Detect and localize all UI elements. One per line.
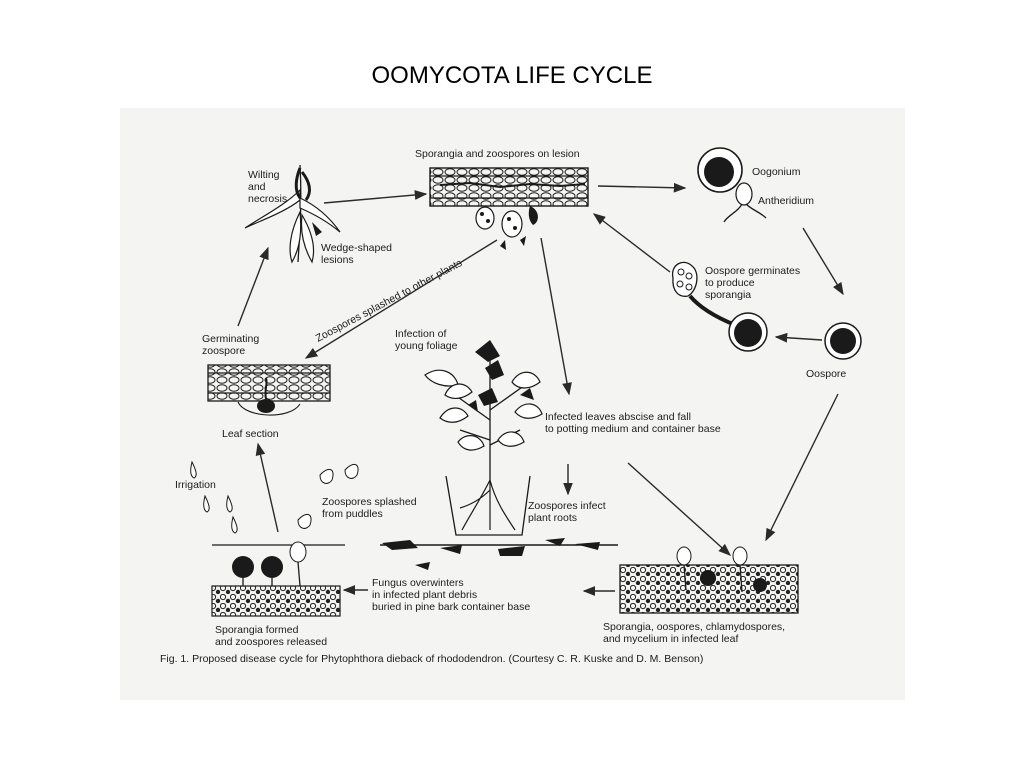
- arrow-oospore-to-germination: [774, 332, 823, 343]
- arrow-germination-to-lesion: [592, 213, 671, 273]
- sporangia-oospores-label-1: Sporangia, oospores, chlamydospores,: [603, 621, 785, 633]
- wilting-label-3: necrosis: [248, 193, 287, 205]
- arrow-lesion-to-fallen-leaves: [540, 237, 572, 396]
- fungus-overwinters-label-3: buried in pine bark container base: [372, 601, 530, 613]
- infected-leaf-debris-drawing: [619, 546, 799, 614]
- wedge-label-2: lesions: [321, 254, 354, 266]
- oospore-germinates-label-2: to produce: [705, 277, 755, 289]
- oogonium-drawing: [697, 147, 767, 223]
- zoospores-puddles-label-2: from puddles: [322, 508, 383, 520]
- sporangia-formed-drawing: [211, 541, 345, 617]
- infection-foliage-label-2: young foliage: [395, 340, 458, 352]
- sporangia-lesion-label: Sporangia and zoospores on lesion: [415, 148, 580, 160]
- leaf-section-drawing: [207, 364, 331, 416]
- wilting-plant-drawing: [244, 164, 341, 264]
- oospore-label: Oospore: [806, 368, 846, 380]
- germinating-label-1: Germinating: [202, 333, 259, 345]
- arrow-lesion-to-oogonium: [597, 182, 687, 193]
- infection-foliage-label-1: Infection of: [395, 328, 446, 340]
- soil-surface-drawing: [380, 538, 618, 570]
- zoospores-puddles-label-1: Zoospores splashed: [322, 496, 417, 508]
- zoospores-roots-label-2: plant roots: [528, 512, 577, 524]
- oogonium-label: Oogonium: [752, 166, 801, 178]
- arrow-oospore-to-debris: [765, 393, 839, 542]
- figure-caption: Fig. 1. Proposed disease cycle for Phyto…: [160, 653, 703, 665]
- irrigation-drops-drawing: [190, 460, 359, 534]
- infected-leaves-label-2: to potting medium and container base: [545, 423, 721, 435]
- fungus-overwinters-label-1: Fungus overwinters: [372, 577, 464, 589]
- wilting-label-1: Wilting: [248, 169, 280, 181]
- infected-leaves-label-1: Infected leaves abscise and fall: [545, 411, 691, 423]
- oospore-germinating-drawing: [671, 261, 768, 352]
- antheridium-label: Antheridium: [758, 195, 814, 207]
- arrow-sporangia-to-leaf-section: [255, 442, 279, 533]
- slide-title: OOMYCOTA LIFE CYCLE: [371, 62, 653, 89]
- oospore-germinates-label-3: sporangia: [705, 289, 751, 301]
- lesion-leaf-section-drawing: [429, 167, 589, 250]
- arrow-oogonium-to-oospore: [802, 227, 844, 296]
- germinating-label-2: zoospore: [202, 345, 245, 357]
- wedge-label-1: Wedge-shaped: [321, 242, 392, 254]
- zoospores-roots-label-1: Zoospores infect: [528, 500, 606, 512]
- sporangia-oospores-label-2: and mycelium in infected leaf: [603, 633, 738, 645]
- oospore-germinates-label-1: Oospore germinates: [705, 265, 800, 277]
- arrow-leaves-to-debris: [627, 462, 732, 556]
- arrow-lesion-to-germinating: [304, 239, 498, 359]
- sporangia-formed-label-1: Sporangia formed: [215, 624, 299, 636]
- oospore-drawing: [824, 322, 862, 360]
- sporangia-formed-label-2: and zoospores released: [215, 636, 327, 648]
- fungus-overwinters-label-2: in infected plant debris: [372, 589, 477, 601]
- potted-plant-drawing: [424, 340, 543, 536]
- leaf-section-label: Leaf section: [222, 428, 279, 440]
- arrow-wilting-to-lesion: [323, 190, 428, 204]
- arrow-germinating-to-wilting: [237, 246, 269, 327]
- cycle-arrows: [237, 182, 844, 596]
- wilting-label-2: and: [248, 181, 266, 193]
- irrigation-label: Irrigation: [175, 479, 216, 491]
